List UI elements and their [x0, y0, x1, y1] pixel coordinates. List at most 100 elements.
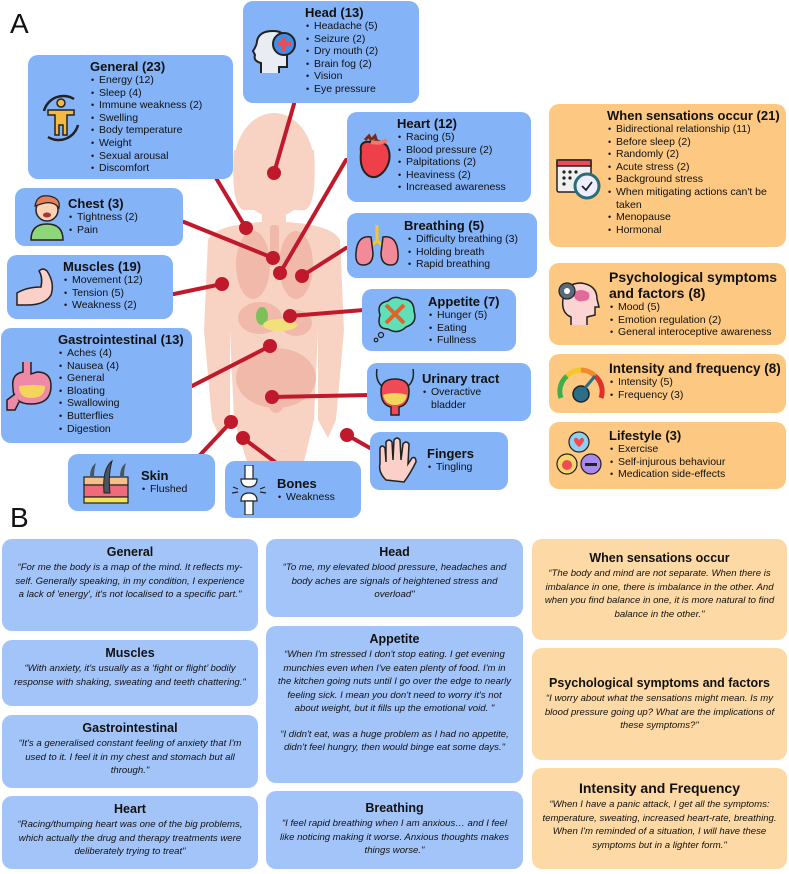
quote-muscles-text: “With anxiety, it's usually as a ‘fight …: [14, 663, 246, 688]
category-psych-item: Mood (5): [609, 301, 779, 314]
category-muscles-item: Tension (5): [63, 287, 143, 300]
person-cycle-icon: [42, 94, 80, 142]
category-gastro-item: Digestion: [58, 423, 184, 436]
category-heart-item: Racing (5): [397, 131, 506, 144]
category-muscles-item: Weakness (2): [63, 299, 143, 312]
category-fingers: Fingers Tingling: [370, 432, 508, 490]
category-general-item: Sleep (4): [90, 87, 202, 100]
category-when-item: Hormonal: [607, 224, 779, 237]
category-when-title: When sensations occur (21): [607, 108, 780, 123]
quote-psychological: Psychological symptoms and factors “I wo…: [532, 648, 787, 760]
connector-appetite: [288, 308, 366, 318]
category-skin-title: Skin: [141, 468, 169, 483]
category-urinary-item: Overactive bladder: [422, 386, 502, 411]
quote-heart-text: “Racing/thumping heart was one of the bi…: [17, 819, 243, 857]
connector-appetite-dot: [283, 309, 297, 323]
quote-appetite-text-2: “I didn't eat, was a huge problem as I h…: [280, 728, 509, 754]
quote-when-text: “The body and mind are not separate. Whe…: [544, 568, 775, 620]
bone-joint-icon: [231, 465, 267, 515]
lungs-icon: [355, 225, 399, 266]
category-when-item: Bidirectional relationship (11): [607, 123, 779, 136]
category-lifestyle-item: Self-injurous behaviour: [609, 456, 725, 469]
category-skin: Skin Flushed: [68, 454, 215, 511]
quote-gastrointestinal: Gastrointestinal “It's a generalised con…: [2, 715, 258, 788]
category-heart-title: Heart (12): [397, 116, 457, 131]
category-intensity-title: Intensity and frequency (8): [609, 361, 781, 376]
quote-general: General “For me the body is a map of the…: [2, 539, 258, 631]
category-head-item: Vision: [305, 70, 378, 83]
connector-fingers-dot: [340, 428, 354, 442]
category-heart-item: Blood pressure (2): [397, 144, 506, 157]
quote-gastro-text: “It's a generalised constant feeling of …: [18, 738, 242, 776]
category-when-item: Randomly (2): [607, 148, 779, 161]
category-appetite-item: Fullness: [428, 334, 500, 347]
category-head-item: Brain fog (2): [305, 58, 378, 71]
category-muscles: Muscles (19) Movement (12) Tension (5) W…: [7, 255, 173, 319]
category-gastro-item: General: [58, 372, 184, 385]
gauge-icon: [557, 367, 605, 403]
heart-icon: [359, 133, 391, 179]
category-fingers-title: Fingers: [427, 446, 474, 461]
connector-gastro-dot: [263, 339, 277, 353]
category-general-item: Immune weakness (2): [90, 99, 202, 112]
category-intensity-item: Frequency (3): [609, 389, 781, 402]
quote-intensity-frequency: Intensity and Frequency “When I have a p…: [532, 768, 787, 869]
quote-breathing: Breathing “I feel rapid breathing when I…: [266, 791, 523, 869]
category-chest-item: Tightness (2): [68, 211, 138, 224]
panel-b-label: B: [10, 502, 29, 533]
connector-urinary-dot: [265, 390, 279, 404]
category-heart-item: Palpitations (2): [397, 156, 506, 169]
skin-hair-icon: [83, 459, 129, 504]
connector-muscles: [172, 282, 224, 296]
quote-head: Head “To me, my elevated blood pressure,…: [266, 539, 523, 617]
category-general-title: General (23): [90, 59, 166, 74]
connector-breathing: [300, 246, 348, 278]
category-general: General (23) Energy (12) Sleep (4) Immun…: [28, 55, 233, 179]
category-when-sensations-occur: When sensations occur (21) Bidirectional…: [549, 104, 786, 247]
connector-general-dot: [239, 221, 253, 235]
category-chest-title: Chest (3): [68, 196, 124, 211]
quote-muscles: Muscles “With anxiety, it's usually as a…: [2, 640, 258, 706]
category-gastro-item: Swallowing: [58, 397, 184, 410]
category-psychological: Psychological symptoms and factors (8) M…: [549, 263, 786, 345]
category-heart-item: Heaviness (2): [397, 169, 506, 182]
category-bones: Bones Weakness: [225, 461, 361, 518]
category-general-item: Body temperature: [90, 124, 202, 137]
connector-head-dot: [267, 166, 281, 180]
category-general-item: Weight: [90, 137, 202, 150]
category-when-item: Acute stress (2): [607, 161, 779, 174]
category-lifestyle-item: Exercise: [609, 443, 725, 456]
food-thought-icon: [373, 296, 416, 343]
stomach-icon: [6, 362, 52, 411]
category-head-title: Head (13): [305, 5, 364, 20]
quote-intensity-title: Intensity and Frequency: [578, 780, 741, 796]
quote-general-title: General: [106, 545, 154, 559]
category-psych-title: Psychological symptoms and factors (8): [609, 269, 778, 301]
connector-urinary: [270, 393, 372, 399]
lifestyle-icon: [556, 431, 602, 475]
quote-breathing-text: “I feel rapid breathing when I am anxiou…: [280, 818, 509, 856]
connector-skin-dot: [224, 415, 238, 429]
connector-bones-dot: [236, 431, 250, 445]
connector-muscles-dot: [215, 277, 229, 291]
category-gastro-item: Bloating: [58, 385, 184, 398]
category-general-item: Discomfort: [90, 162, 202, 175]
quote-appetite-title: Appetite: [369, 632, 420, 646]
category-heart-item: Increased awareness: [397, 181, 506, 194]
category-gastro-item: Aches (4): [58, 347, 184, 360]
category-psych-item: General interoceptive awareness: [609, 326, 779, 339]
chest-pain-person-icon: [30, 195, 64, 241]
category-intensity-item: Intensity (5): [609, 376, 781, 389]
quote-head-title: Head: [379, 545, 410, 559]
quote-psych-title: Psychological symptoms and factors: [549, 676, 770, 690]
category-bones-item: Weakness: [277, 491, 335, 504]
category-gastro-title: Gastrointestinal (13): [58, 332, 184, 347]
connector-heart-dot: [273, 266, 287, 280]
category-when-item: When mitigating actions can't be taken: [607, 186, 779, 211]
connector-skin: [198, 420, 233, 457]
category-heart: Heart (12) Racing (5) Blood pressure (2)…: [347, 112, 531, 202]
quote-when-sensations-occur: When sensations occur “The body and mind…: [532, 539, 787, 640]
category-muscles-item: Movement (12): [63, 274, 143, 287]
category-appetite-title: Appetite (7): [428, 294, 500, 309]
quote-when-title: When sensations occur: [589, 551, 730, 565]
